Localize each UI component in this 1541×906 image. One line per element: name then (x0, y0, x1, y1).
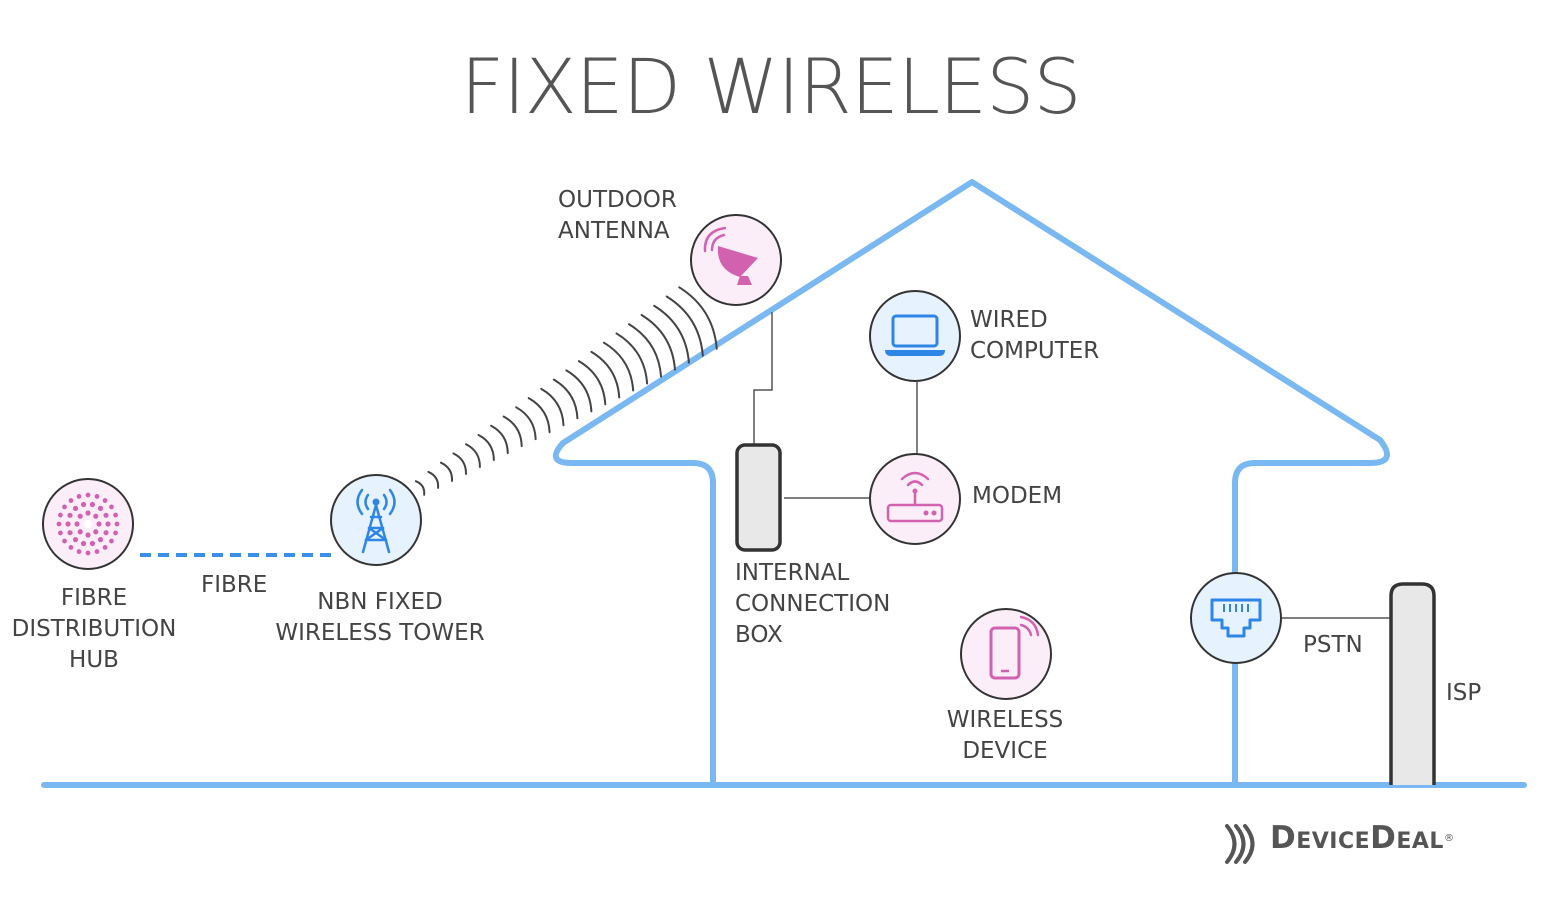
modem-icon (869, 453, 961, 545)
hub-dot (89, 540, 96, 547)
hub-dot (67, 512, 73, 518)
signal-arc (414, 480, 426, 496)
fibre-label: FIBRE (201, 572, 268, 598)
signal-arc (527, 397, 551, 434)
hub-dot (94, 494, 100, 499)
hub-dot (102, 545, 108, 550)
signal-arc (552, 378, 579, 420)
hub-dot (103, 530, 109, 536)
hub-dot (56, 521, 62, 527)
hub-dot (80, 540, 87, 547)
signal-arc (452, 452, 467, 475)
brand-logo: DeviceDeal ® (1270, 820, 1454, 856)
isp-label: ISP (1446, 680, 1482, 706)
hub-dot (85, 510, 91, 516)
hub-dot (58, 512, 63, 518)
hub-dot (102, 498, 108, 503)
hub-dot (105, 521, 111, 527)
signal-arc (502, 415, 523, 448)
hub-dot (114, 521, 120, 527)
hub-dot (77, 529, 83, 535)
hub-dot (93, 513, 99, 519)
hub-dot (76, 549, 82, 554)
signal-arc (565, 369, 593, 413)
hub-dot (89, 501, 96, 508)
signal-arc (665, 295, 704, 357)
laptop-icon (869, 290, 961, 382)
devicedeal-logo-chevrons (1225, 824, 1255, 864)
hub-dot (72, 505, 79, 511)
hub-dot (74, 521, 80, 527)
connector-lines (753, 312, 1390, 619)
signal-arc (678, 286, 718, 350)
hub-dot (77, 513, 83, 519)
pstn-label: PSTN (1303, 632, 1363, 658)
hub-dot (62, 538, 67, 544)
hub-dot (109, 504, 114, 510)
signal-arc (615, 332, 649, 385)
hub-dot (80, 501, 87, 508)
hub-dot (97, 505, 104, 511)
signal-arc (477, 434, 495, 462)
hub-dot (85, 492, 91, 498)
house-outline (552, 179, 1390, 785)
signal-arc (515, 406, 537, 441)
signal-arc (540, 387, 565, 427)
hub-dot (68, 498, 74, 503)
wall-socket-icon (1190, 572, 1282, 664)
hub-dot (93, 529, 99, 535)
signal-arc (602, 341, 635, 392)
fibre-hub-icon (42, 478, 134, 570)
signal-arc (490, 424, 509, 455)
hub-dot (113, 512, 118, 518)
page-title: FIXED WIRELESS (460, 42, 1081, 131)
hub-dot (58, 530, 63, 536)
brand-registered-mark: ® (1443, 832, 1454, 844)
hub-dot (62, 504, 67, 510)
hub-dot (85, 550, 91, 556)
signal-arc (439, 461, 454, 482)
signal-arc (628, 323, 663, 378)
hub-dot (67, 530, 73, 536)
brand-name: DeviceDeal (1270, 820, 1444, 856)
hub-dot (96, 521, 102, 527)
modem-label: MODEM (972, 483, 1063, 509)
hub-dot (85, 532, 91, 538)
signal-arc (577, 360, 607, 406)
signal-arc (653, 304, 690, 364)
hub-dot (65, 521, 71, 527)
hub-dot (103, 512, 109, 518)
signal-arc (590, 350, 621, 399)
hub-dot (97, 537, 104, 543)
hub-dot (68, 545, 74, 550)
phone-icon (960, 608, 1052, 700)
internal-connection-box (735, 443, 782, 552)
hub-dot (113, 530, 118, 536)
isp-box (1389, 582, 1436, 785)
hub-dot (72, 537, 79, 543)
tower-icon (330, 474, 422, 566)
signal-arc (464, 443, 481, 468)
wireless-signal-arcs (414, 286, 718, 496)
hub-dot (76, 494, 82, 499)
signal-arc (427, 470, 440, 489)
satellite-dish-icon (690, 214, 782, 306)
antenna-to-box-line (753, 312, 773, 445)
hub-dot (84, 520, 92, 528)
signal-arc (640, 313, 676, 371)
hub-dot (94, 549, 100, 554)
hub-dot (109, 538, 114, 544)
